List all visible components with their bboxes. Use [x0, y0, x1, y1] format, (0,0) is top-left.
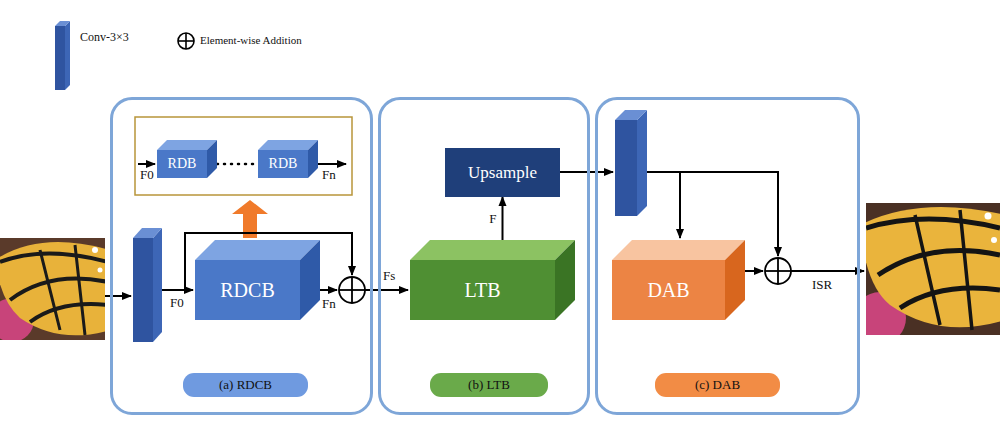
legend-conv-icon [55, 21, 70, 90]
wire [138, 163, 155, 165]
rdcb-block: RDCB [195, 240, 320, 320]
box-label: RDB [168, 156, 197, 172]
block-face: RDCB [195, 260, 300, 320]
box-label: DAB [647, 279, 689, 302]
box-label: RDB [269, 156, 298, 172]
panel: (c) DAB DAB [595, 97, 860, 415]
panel-label: (c) DAB [695, 377, 740, 393]
rdb-inset-frame [135, 117, 352, 195]
block-top [195, 240, 320, 260]
wire [318, 163, 346, 165]
signal-label: F0 [140, 167, 154, 183]
panel-label-pill: (a) RDCB [183, 373, 308, 397]
rdb-block: RDB [157, 140, 217, 178]
block-front [258, 150, 308, 178]
legend-addition-icon [178, 33, 194, 49]
legend-text: Element-wise Addition [200, 34, 302, 46]
panel: (b) LTB UpsampleLTB [378, 97, 590, 415]
ltb-block: LTB [410, 240, 575, 320]
block-side [725, 240, 745, 320]
panel-label-pill: (c) DAB [655, 373, 780, 397]
box-label: Upsample [468, 163, 537, 183]
element-wise-addition [765, 258, 791, 284]
legend-text: Conv-3×3 [80, 30, 129, 45]
connector [502, 197, 504, 240]
edge-label: F [489, 211, 496, 227]
block-top [157, 140, 217, 150]
block-face: DAB [612, 260, 725, 320]
connector [217, 163, 258, 166]
signal-label: ISR [812, 277, 832, 293]
block-side [308, 140, 318, 178]
block-front [612, 260, 725, 320]
signal-label: Fn [322, 167, 336, 183]
box-label: RDCB [220, 279, 274, 302]
panel-label-pill: (b) LTB [430, 373, 548, 397]
input-image [0, 238, 105, 340]
signal-label: Fn [322, 296, 336, 312]
panel-label: (b) LTB [468, 377, 510, 393]
block-front [157, 150, 207, 178]
block-top [612, 240, 745, 260]
output-image [866, 203, 1000, 335]
panel: (a) RDCB RDB RDB RDCB [110, 97, 373, 415]
signal-label: F0 [170, 295, 184, 311]
conv-block [133, 228, 162, 342]
block-front [195, 260, 300, 320]
element-wise-addition [339, 277, 365, 303]
block-side [207, 140, 217, 178]
block-face: RDB [157, 150, 207, 178]
block-top [258, 140, 318, 150]
signal-label: Fs [383, 268, 395, 284]
conv-block [615, 110, 647, 216]
rdb-block: RDB [258, 140, 318, 178]
box-label: LTB [465, 279, 501, 302]
block-face: LTB [410, 260, 555, 320]
block-face: RDB [258, 150, 308, 178]
upsample-box: Upsample [445, 148, 560, 197]
dab-block: DAB [612, 240, 745, 320]
block-front [410, 260, 555, 320]
block-top [410, 240, 575, 260]
block-side [555, 240, 575, 320]
panel-label: (a) RDCB [219, 377, 272, 393]
block-side [300, 240, 320, 320]
